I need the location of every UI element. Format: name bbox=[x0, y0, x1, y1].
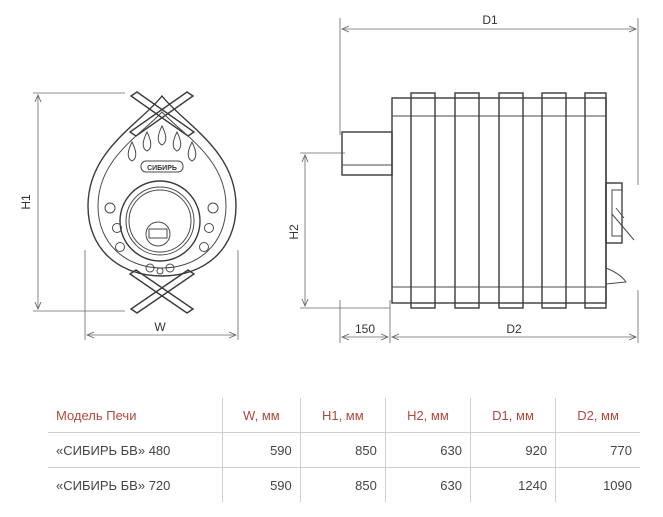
stove-body-outline bbox=[87, 94, 237, 277]
convection-tube bbox=[584, 92, 607, 309]
convection-tube bbox=[541, 92, 567, 309]
brand-emblem bbox=[140, 160, 184, 173]
front-view: H1 W СИБИРЬ bbox=[19, 91, 239, 340]
convection-tubes bbox=[410, 92, 607, 309]
header-w: W, мм bbox=[222, 398, 301, 433]
cell-d2: 1090 bbox=[555, 467, 640, 502]
brand-emblem-text: СИБИРЬ bbox=[147, 165, 177, 172]
table-header-row: Модель Печи W, мм H1, мм H2, мм D1, мм D… bbox=[48, 398, 640, 433]
cell-model: «СИБИРЬ БВ» 720 bbox=[48, 467, 223, 502]
flame-icon bbox=[157, 124, 167, 146]
flame-icon bbox=[172, 130, 182, 152]
cell-h1: 850 bbox=[299, 432, 386, 468]
specs-table: Модель Печи W, мм H1, мм H2, мм D1, мм D… bbox=[48, 398, 640, 502]
cell-d1: 1240 bbox=[469, 467, 557, 502]
w-label: W bbox=[154, 320, 166, 334]
cell-w: 590 bbox=[222, 432, 301, 468]
top-legs bbox=[128, 91, 196, 137]
offset-label: 150 bbox=[355, 322, 375, 336]
convection-tube bbox=[498, 92, 524, 309]
d2-label: D2 bbox=[506, 322, 522, 336]
cell-d1: 920 bbox=[469, 432, 557, 468]
header-d2: D2, мм bbox=[555, 398, 640, 433]
stove-drawing: H1 W СИБИРЬ bbox=[19, 13, 639, 343]
convection-tube bbox=[410, 92, 436, 309]
table-row: «СИБИРЬ БВ» 480 590 850 630 920 770 bbox=[48, 432, 640, 468]
vent-holes bbox=[104, 202, 219, 275]
h1-label: H1 bbox=[19, 194, 33, 210]
bottom-legs bbox=[128, 269, 196, 314]
cell-h2: 630 bbox=[384, 432, 471, 468]
header-d1: D1, мм bbox=[469, 398, 557, 433]
table-row: «СИБИРЬ БВ» 720 590 850 630 1240 1090 bbox=[48, 467, 640, 502]
firebox-door bbox=[119, 180, 201, 262]
flame-icon bbox=[187, 140, 197, 162]
flue-pipe bbox=[341, 131, 393, 176]
cell-h2: 630 bbox=[384, 467, 471, 502]
side-view: D1 H2 150 D2 bbox=[287, 13, 639, 343]
header-h2: H2, мм bbox=[384, 398, 471, 433]
flame-icon bbox=[127, 140, 137, 162]
convection-tube bbox=[454, 92, 480, 309]
d1-label: D1 bbox=[482, 13, 498, 27]
front-panel-outline bbox=[97, 111, 227, 269]
cell-h1: 850 bbox=[299, 467, 386, 502]
header-h1: H1, мм bbox=[299, 398, 386, 433]
door-side-profile bbox=[605, 182, 635, 285]
cell-d2: 770 bbox=[555, 432, 640, 468]
flame-icon bbox=[142, 130, 152, 152]
cell-model: «СИБИРЬ БВ» 480 bbox=[48, 432, 223, 468]
h2-label: H2 bbox=[287, 224, 301, 240]
cell-w: 590 bbox=[222, 467, 301, 502]
door-handle bbox=[145, 221, 171, 247]
flame-icons bbox=[127, 124, 197, 162]
header-model: Модель Печи bbox=[48, 398, 223, 433]
